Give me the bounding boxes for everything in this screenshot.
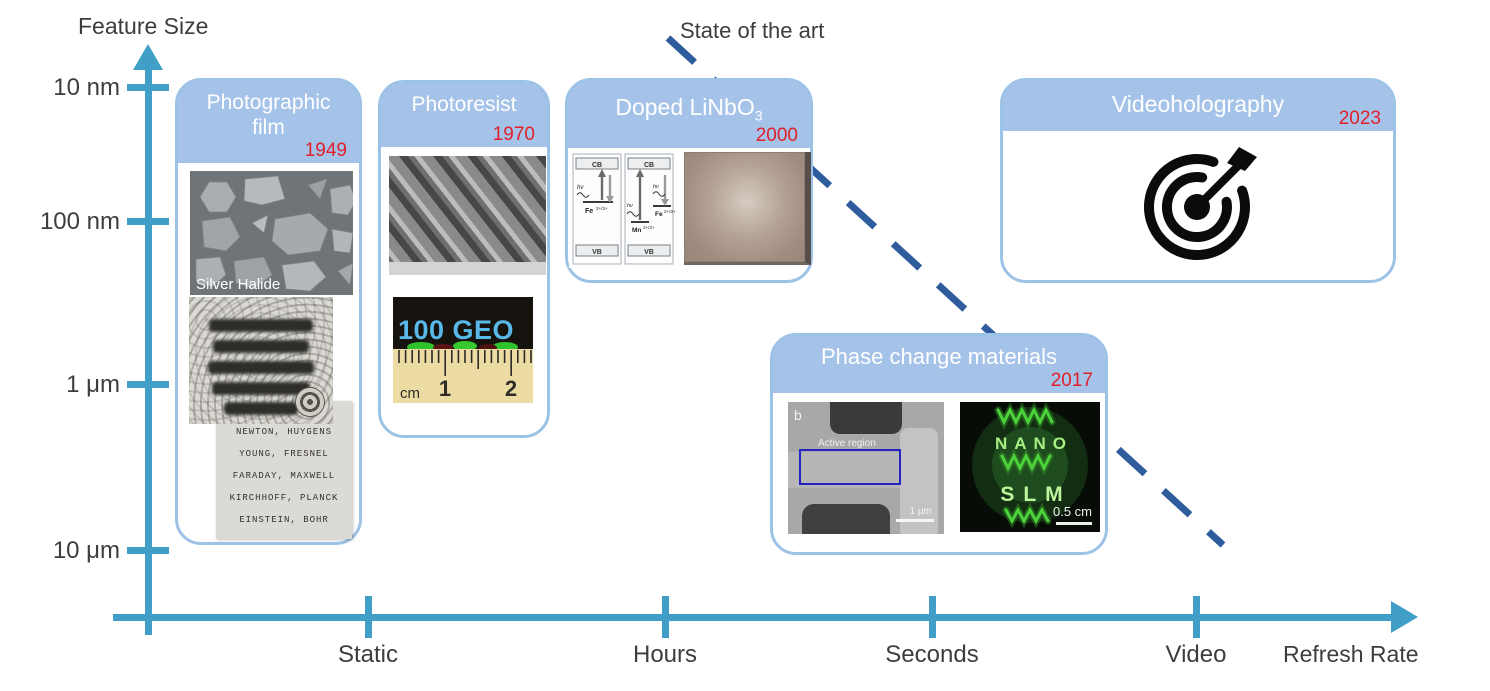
photon-label: hν [653,184,659,190]
card-title: Phase change materials [820,344,1058,369]
fe-level-label: Fe [655,211,663,218]
card-title-line1: Photographic [206,91,331,114]
y-tick-label: 10 nm [53,74,120,101]
card-header: Photographic film 1949 [178,81,359,163]
ruler-unit-label: cm [400,385,420,402]
green-hologram-image: NANO SLM 0.5 cm [960,402,1100,532]
card-title-line2: film [252,116,285,140]
x-axis-title: Refresh Rate [1283,641,1419,667]
active-region-outline [799,449,901,485]
card-header: Doped LiNbO3 2000 [568,81,810,148]
card-videoholography: Videoholography 2023 [1000,78,1396,283]
card-title-main: Doped LiNbO [615,94,755,120]
pcm-sem-image: b Active region 1 μm [788,402,944,534]
fe-level-label: Fe [585,208,593,215]
hologram-scale-bar [1056,522,1092,525]
x-tick-label: Hours [632,641,698,668]
y-tick-100nm [127,218,169,225]
y-tick-label: 1 μm [66,371,120,398]
hologram-text: 100 GEO [398,315,514,345]
ruler-body [393,349,533,403]
fe-valence-label: 2+/3+ [664,209,676,214]
card-photoresist: Photoresist 1970 100 GEO 1 2 cm [378,80,550,438]
hologram-word2: SLM [1000,483,1071,506]
hologram-scale-label: 0.5 cm [1053,504,1092,519]
card-photographic-film: Photographic film 1949 Silve [175,78,362,545]
target-dart-icon [1143,147,1257,261]
silver-halide-sem-image: Silver Halide [190,171,353,295]
x-tick-static [365,596,372,638]
active-region-label: Active region [818,438,876,449]
y-axis-line [145,66,152,635]
scientists-list-image: NEWTON, HUYGENS YOUNG, FRESNEL FARADAY, … [216,401,352,539]
ruler-ticks [398,350,532,376]
smudge-row [224,402,298,415]
smudge-row [208,361,314,374]
x-tick-seconds [929,596,936,638]
y-axis-arrow-icon [133,44,163,70]
scientist-line: FARADAY, MAXWELL [232,471,336,481]
card-title: Photoresist [411,93,517,116]
green-glow [453,341,477,351]
x-tick-label: Static [337,641,399,668]
energy-level-diagram-image: CB VB Fe 2+/3+ hν CB VB Mn 2+/3+ Fe 2+/3… [569,150,679,268]
photon-label: hν [627,203,633,209]
vb-label: VB [592,249,602,256]
x-tick-label: Seconds [885,641,979,668]
y-tick-1um [127,381,169,388]
scientist-line: KIRCHHOFF, PLANCK [229,493,339,503]
year-badge: 1970 [492,124,535,145]
sem-panel-label: b [794,407,802,423]
year-badge: 2017 [1050,370,1093,391]
card-header: Phase change materials 2017 [773,336,1105,393]
x-tick-label: Video [1165,641,1227,668]
year-badge: 2023 [1338,108,1381,129]
fe-valence-label: 2+/3+ [596,206,608,211]
card-title: Doped LiNbO3 [568,81,810,126]
scientist-line: NEWTON, HUYGENS [235,427,332,437]
x-tick-video [1193,596,1200,638]
sem-scale-label: 1 μm [910,506,932,517]
card-title: Photographic film [178,81,359,140]
hologram-word1: NANO [995,434,1073,453]
y-tick-10nm [127,84,169,91]
card-header: Videoholography 2023 [1003,81,1393,131]
card-title: Videoholography [1111,91,1285,117]
bullseye-ring-pattern [295,387,325,417]
cb-label: CB [644,162,654,169]
card-doped-linbo3: Doped LiNbO3 2000 CB VB Fe 2+/3+ hν C [565,78,813,283]
year-badge: 2000 [755,125,798,146]
y-axis-title: Feature Size [78,13,209,39]
interference-pattern-image [189,297,333,424]
scientist-line: YOUNG, FRESNEL [239,449,329,459]
x-tick-hours [662,596,669,638]
year-badge: 1949 [304,140,347,161]
linbo3-crystal-photo [684,152,811,265]
card-title-subscript: 3 [754,108,763,125]
y-tick-label: 10 μm [52,537,120,564]
vb-label: VB [644,249,654,256]
silver-halide-label: Silver Halide [196,276,280,293]
hologram-ruler-image: 100 GEO 1 2 cm [393,297,533,403]
x-axis-line [113,614,1393,621]
y-tick-label: 100 nm [39,208,120,235]
card-phase-change-materials: Phase change materials 2017 b Active reg… [770,333,1108,555]
sem-scale-bar [896,519,934,522]
ruler-mark-1: 1 [439,376,451,401]
mn-level-label: Mn [632,227,641,234]
smudge-row [212,382,310,395]
cb-label: CB [592,162,602,169]
zigzag-pattern [994,402,1056,529]
card-header: Photoresist 1970 [381,83,547,147]
scientist-line: EINSTEIN, BOHR [239,515,329,525]
ruler-mark-2: 2 [505,376,517,401]
smudge-row [209,319,313,332]
x-axis-arrow-icon [1391,601,1418,633]
photon-label: hν [577,185,583,191]
y-tick-10um [127,547,169,554]
smudge-row [213,340,309,353]
state-of-the-art-label: State of the art [680,18,825,43]
photoresist-sem-image [389,156,546,275]
mn-valence-label: 2+/3+ [643,225,655,230]
